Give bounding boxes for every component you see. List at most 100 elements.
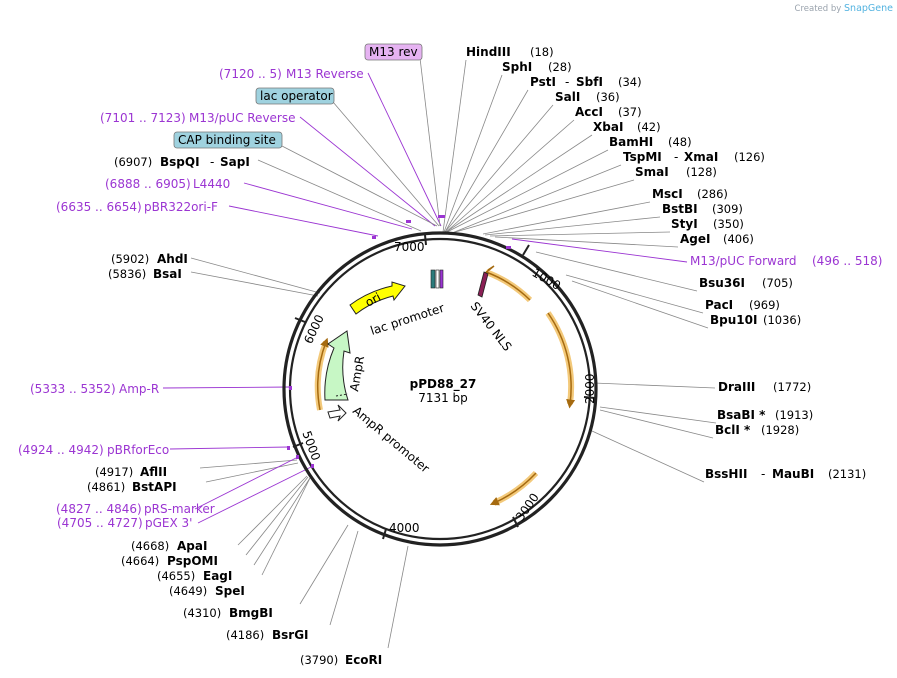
enzyme-maubi: MauBI bbox=[772, 467, 814, 481]
enzyme-bspqi-sep: - bbox=[210, 155, 214, 169]
primer-l4440: L4440 bbox=[193, 177, 230, 191]
primer-m13-puc-reverse: M13/pUC Reverse bbox=[189, 111, 296, 125]
enzyme-pspomi-pos: (4664) bbox=[121, 554, 159, 568]
primer-prs-marker-range: (4827 .. 4846) bbox=[56, 502, 142, 516]
enzyme-bstbi-pos: (309) bbox=[712, 202, 743, 216]
primer-m13-puc-reverse-range: (7101 .. 7123) bbox=[100, 111, 186, 125]
feature-leader-lines bbox=[281, 57, 441, 227]
boxed-label-cap-binding-site: CAP binding site bbox=[173, 131, 283, 149]
enzyme-bstbi: BstBI bbox=[662, 202, 698, 216]
enzyme-apai: ApaI bbox=[177, 539, 207, 553]
primer-labels: (7120 .. 5) M13 Reverse (7101 .. 7123) M… bbox=[18, 67, 882, 530]
tick-label-5000: 5000 bbox=[299, 429, 323, 462]
credit-prefix: Created by bbox=[794, 4, 842, 14]
enzyme-apai-pos: (4668) bbox=[131, 539, 169, 553]
primer-prs-marker: pRS-marker bbox=[144, 502, 215, 516]
enzyme-bstapi-pos: (4861) bbox=[87, 480, 125, 494]
enzyme-agei: AgeI bbox=[680, 232, 710, 246]
enzyme-sphi-pos: (28) bbox=[548, 60, 572, 74]
enzyme-bspqi-pos: (6907) bbox=[114, 155, 152, 169]
enzyme-leader-lines bbox=[190, 59, 717, 649]
enzyme-bsrgi-pos: (4186) bbox=[226, 628, 264, 642]
primer-pgex3: pGEX 3' bbox=[145, 516, 192, 530]
feature-label-lac-promoter: lac promoter bbox=[369, 301, 446, 338]
enzyme-spei: SpeI bbox=[215, 584, 245, 598]
enzyme-smai: SmaI bbox=[635, 165, 669, 179]
enzyme-bsshii: BssHII bbox=[705, 467, 747, 481]
enzyme-paci: PacI bbox=[705, 298, 733, 312]
enzyme-sphi: SphI bbox=[502, 60, 532, 74]
tick-label-4000: 4000 bbox=[389, 521, 420, 535]
enzyme-bamhi-pos: (48) bbox=[668, 135, 692, 149]
enzyme-sali-pos: (36) bbox=[596, 90, 620, 104]
feature-label-sv40-nls: SV40 NLS bbox=[468, 299, 515, 353]
enzyme-smai-pos: (128) bbox=[686, 165, 717, 179]
enzyme-psti-pos: (34) bbox=[618, 75, 642, 89]
boxed-label-lac-operator: lac operator bbox=[255, 87, 335, 105]
tick-label-3000: 3000 bbox=[513, 491, 542, 524]
primer-m13-puc-forward-range: (496 .. 518) bbox=[812, 254, 882, 268]
tick-label-2000: 2000 bbox=[583, 373, 597, 404]
feature-label-ori: ori bbox=[363, 290, 383, 310]
enzyme-xbai: XbaI bbox=[593, 120, 623, 134]
primer-leader-lines bbox=[162, 72, 688, 524]
enzyme-paci-pos: (969) bbox=[749, 298, 780, 312]
primer-pgex3-range: (4705 .. 4727) bbox=[57, 516, 143, 530]
enzyme-xmai: XmaI bbox=[684, 150, 718, 164]
snapgene-credit: Created by SnapGene bbox=[795, 3, 893, 14]
enzyme-ahdi: AhdI bbox=[157, 252, 188, 266]
primer-m13-reverse-range: (7120 .. 5) bbox=[219, 67, 282, 81]
enzyme-bsshii-pos: (2131) bbox=[828, 467, 866, 481]
enzyme-hindiii: HindIII bbox=[466, 45, 511, 59]
primer-pbrforeco: pBRforEco bbox=[107, 443, 169, 457]
enzyme-bsabi-pos: (1913) bbox=[775, 408, 813, 422]
enzyme-ecori-pos: (3790) bbox=[300, 653, 338, 667]
enzyme-bspqi: BspQI bbox=[160, 155, 200, 169]
enzyme-pspomi: PspOMI bbox=[167, 554, 218, 568]
enzyme-styi-pos: (350) bbox=[713, 217, 744, 231]
backbone-outer bbox=[282, 231, 598, 547]
feature-label-ampr: AmpR bbox=[347, 355, 367, 393]
feature-ori-arrow bbox=[349, 281, 406, 315]
enzyme-bpu10i-pos: (1036) bbox=[763, 313, 801, 327]
enzyme-bcli-pos: (1928) bbox=[761, 423, 799, 437]
lac-cluster bbox=[430, 269, 444, 289]
sv40-nls-marker bbox=[477, 271, 489, 298]
enzyme-hindiii-pos: (18) bbox=[530, 45, 554, 59]
enzyme-styi: StyI bbox=[671, 217, 698, 231]
feature-sv40-nls-arcs bbox=[314, 265, 576, 506]
enzyme-psti: PstI bbox=[530, 75, 556, 89]
enzyme-bpu10i: Bpu10I bbox=[710, 313, 757, 327]
tick-label-1000: 1000 bbox=[530, 265, 563, 292]
primer-pbrforeco-range: (4924 .. 4942) bbox=[18, 443, 104, 457]
enzyme-bsu36i-pos: (705) bbox=[762, 276, 793, 290]
feature-ampr-arrow bbox=[324, 330, 351, 401]
enzyme-sbfi: SbfI bbox=[576, 75, 603, 89]
enzyme-bamhi: BamHI bbox=[609, 135, 653, 149]
credit-brand: SnapGene bbox=[844, 3, 893, 14]
enzyme-bcli: BclI * bbox=[715, 423, 751, 437]
enzyme-labels: HindIII (18) SphI (28) PstI - SbfI (34) … bbox=[87, 45, 866, 667]
primer-pbr322ori-f-range: (6635 .. 6654) bbox=[56, 200, 142, 214]
tick-label-6000: 6000 bbox=[301, 312, 327, 346]
svg-text:CAP binding site: CAP binding site bbox=[178, 133, 276, 147]
primer-m13-puc-forward: M13/pUC Forward bbox=[690, 254, 797, 268]
enzyme-draiii: DraIII bbox=[718, 380, 755, 394]
enzyme-bsabi: BsaBI * bbox=[717, 408, 766, 422]
enzyme-bmgbi-pos: (4310) bbox=[183, 606, 221, 620]
enzyme-tspmi: TspMI bbox=[623, 150, 662, 164]
enzyme-bstapi: BstAPI bbox=[132, 480, 177, 494]
primer-pbr322ori-f: pBR322ori-F bbox=[144, 200, 218, 214]
enzyme-sali: SalI bbox=[555, 90, 580, 104]
tick-label-7000: 7000 bbox=[394, 240, 425, 254]
enzyme-bsshii-sep: - bbox=[761, 467, 765, 481]
boxed-label-m13-rev: M13 rev bbox=[364, 43, 423, 61]
enzyme-aflii: AflII bbox=[140, 465, 167, 479]
primer-m13-reverse: M13 Reverse bbox=[286, 67, 364, 81]
enzyme-bsu36i: Bsu36I bbox=[699, 276, 745, 290]
enzyme-psti-sep: - bbox=[565, 75, 569, 89]
primer-l4440-range: (6888 .. 6905) bbox=[105, 177, 191, 191]
feature-label-ampr-promoter: AmpR promoter bbox=[350, 404, 432, 476]
svg-text:M13 rev: M13 rev bbox=[369, 45, 418, 59]
